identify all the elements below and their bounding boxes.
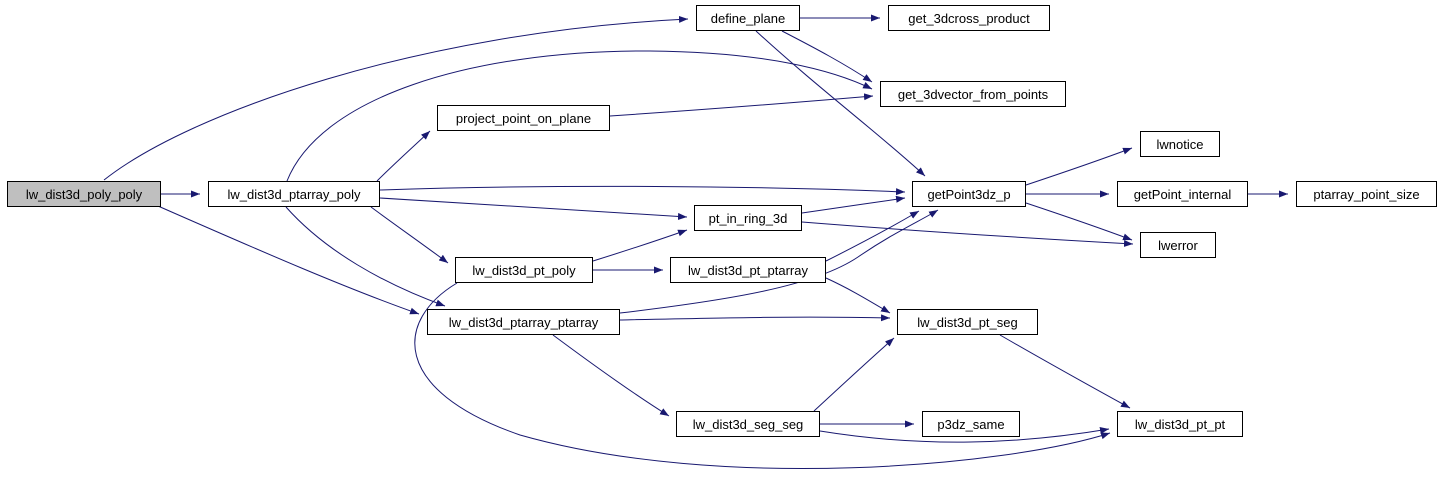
node-lw_dist3d_ptarray_poly[interactable]: lw_dist3d_ptarray_poly [208, 181, 380, 207]
node-label: ptarray_point_size [1313, 186, 1420, 202]
node-getPoint3dz_p[interactable]: getPoint3dz_p [912, 181, 1026, 207]
edge-define_plane-to-getPoint3dz_p [755, 30, 926, 177]
node-getPoint_internal[interactable]: getPoint_internal [1117, 181, 1248, 207]
edge-pt_poly-to-pt_in_ring_3d [592, 229, 688, 262]
edge-pt_poly-to-pt_pt [414, 282, 1111, 470]
node-lw_dist3d_pt_pt[interactable]: lw_dist3d_pt_pt [1117, 411, 1243, 437]
node-lwnotice[interactable]: lwnotice [1140, 131, 1220, 157]
node-ptarray_point_size[interactable]: ptarray_point_size [1296, 181, 1437, 207]
edge-ptarray_ptarray-to-pt_seg [619, 314, 891, 322]
node-label: p3dz_same [937, 416, 1005, 432]
node-label: define_plane [710, 10, 786, 26]
node-lw_dist3d_pt_seg[interactable]: lw_dist3d_pt_seg [897, 309, 1038, 335]
edge-define_plane-to-get_3dvector_from_points [781, 30, 873, 83]
node-label: lw_dist3d_pt_pt [1134, 416, 1226, 432]
edge-pt_in_ring_3d-to-lwerror [801, 221, 1134, 247]
node-label: lw_dist3d_pt_seg [917, 314, 1018, 330]
edge-seg_seg-to-pt_seg [813, 337, 895, 412]
edge-ptarray_poly-to-pt_in_ring_3d [379, 197, 688, 220]
node-label: get_3dvector_from_points [897, 86, 1049, 102]
node-lw_dist3d_pt_ptarray[interactable]: lw_dist3d_pt_ptarray [670, 257, 826, 283]
node-p3dz_same[interactable]: p3dz_same [922, 411, 1020, 437]
edge-ptarray_ptarray-to-seg_seg [552, 334, 670, 417]
edge-pt_ptarray-to-getPoint3dz_p [825, 210, 920, 262]
node-label: lwnotice [1156, 136, 1204, 152]
node-label: project_point_on_plane [455, 110, 592, 126]
node-label: lw_dist3d_poly_poly [25, 186, 143, 202]
node-label: lw_dist3d_pt_ptarray [688, 262, 808, 278]
node-lw_dist3d_ptarray_ptarray[interactable]: lw_dist3d_ptarray_ptarray [427, 309, 620, 335]
node-label: lw_dist3d_ptarray_ptarray [448, 314, 599, 330]
node-lw_dist3d_seg_seg[interactable]: lw_dist3d_seg_seg [676, 411, 820, 437]
node-get_3dvector_from_points[interactable]: get_3dvector_from_points [880, 81, 1066, 107]
edge-ptarray_ptarray-to-getPoint3dz_p [619, 209, 939, 314]
node-lw_dist3d_poly_poly[interactable]: lw_dist3d_poly_poly [7, 181, 161, 207]
node-lw_dist3d_pt_poly[interactable]: lw_dist3d_pt_poly [455, 257, 593, 283]
edge-getPoint3dz_p-to-lwnotice [1025, 147, 1133, 186]
node-get_3dcross_product[interactable]: get_3dcross_product [888, 5, 1050, 31]
edge-ptarray_poly-to-pt_poly [370, 206, 449, 264]
node-label: lwerror [1158, 237, 1198, 253]
edge-getPoint3dz_p-to-lwerror [1025, 202, 1133, 241]
edge-pt_seg-to-pt_pt [999, 334, 1131, 409]
node-label: getPoint3dz_p [927, 186, 1011, 202]
node-pt_in_ring_3d[interactable]: pt_in_ring_3d [694, 205, 802, 231]
node-label: lw_dist3d_ptarray_poly [227, 186, 361, 202]
node-label: get_3dcross_product [908, 10, 1030, 26]
node-label: lw_dist3d_seg_seg [692, 416, 804, 432]
edge-ptarray_poly-to-get_3dvector_from_points [286, 50, 873, 182]
edge-poly_poly-to-define_plane [103, 15, 689, 181]
edge-ptarray_poly-to-ptarray_ptarray [285, 206, 446, 307]
edge-pt_ptarray-to-pt_seg [825, 277, 891, 314]
node-lwerror[interactable]: lwerror [1140, 232, 1216, 258]
edge-project_point_on_plane-to-get_3dvector_from_points [609, 93, 874, 117]
edge-seg_seg-to-pt_pt [819, 427, 1110, 443]
edge-pt_in_ring_3d-to-getPoint3dz_p [801, 195, 906, 214]
node-label: pt_in_ring_3d [708, 210, 788, 226]
edge-poly_poly-to-ptarray_ptarray [157, 205, 420, 315]
node-label: lw_dist3d_pt_poly [472, 262, 576, 278]
node-define_plane[interactable]: define_plane [696, 5, 800, 31]
edge-ptarray_poly-to-getPoint3dz_p [379, 185, 906, 196]
node-project_point_on_plane[interactable]: project_point_on_plane [437, 105, 610, 131]
node-label: getPoint_internal [1133, 186, 1232, 202]
edge-ptarray_poly-to-project_point_on_plane [376, 130, 431, 182]
